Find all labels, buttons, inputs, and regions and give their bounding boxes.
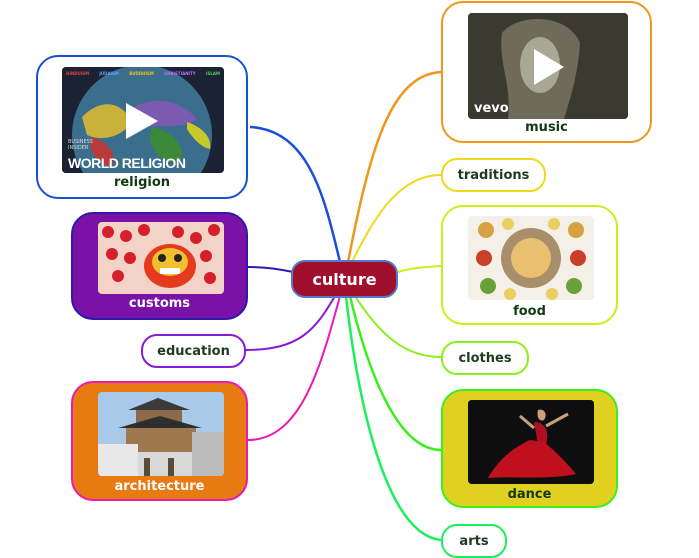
link-arts <box>344 295 442 542</box>
node-label-traditions: traditions <box>457 167 530 183</box>
link-dance <box>348 295 442 452</box>
food-platter-image <box>468 216 594 300</box>
node-label-religion: religion <box>113 175 171 190</box>
play-icon[interactable] <box>126 103 158 139</box>
religion-tag-row: HINDUISM JUDAISM BUDDHISM CHRISTIANITY I… <box>66 71 220 76</box>
node-dance[interactable]: dance <box>441 389 618 508</box>
node-label-customs: customs <box>128 296 191 311</box>
religion-tag-4: CHRISTIANITY <box>164 71 196 76</box>
node-label-architecture: architecture <box>114 479 205 494</box>
link-music <box>346 70 442 263</box>
flamenco-dancer-image <box>468 400 594 484</box>
religion-tag-5: ISLAM <box>205 71 220 76</box>
religion-tag-2: JUDAISM <box>99 71 119 76</box>
node-label-clothes: clothes <box>458 350 512 366</box>
vevo-logo: vevo <box>474 101 509 116</box>
node-religion[interactable]: HINDUISM JUDAISM BUDDHISM CHRISTIANITY I… <box>36 55 248 199</box>
central-topic-label: culture <box>312 269 377 289</box>
religion-brand: BUSINESS INSIDER <box>68 139 93 151</box>
node-label-dance: dance <box>507 487 552 502</box>
node-label-education: education <box>157 343 230 359</box>
node-music[interactable]: vevo music <box>441 1 652 143</box>
node-customs[interactable]: customs <box>71 212 248 320</box>
lion-dance-image <box>98 222 224 294</box>
node-food[interactable]: food <box>441 205 618 325</box>
chinese-temple-image <box>98 392 224 476</box>
node-arts[interactable]: arts <box>441 524 507 558</box>
link-traditions <box>351 174 442 263</box>
link-architecture <box>247 295 341 441</box>
node-clothes[interactable]: clothes <box>441 341 529 375</box>
customs-photo <box>98 222 224 294</box>
node-label-music: music <box>525 120 568 135</box>
link-food <box>397 265 442 273</box>
religion-tag-1: HINDUISM <box>66 71 90 76</box>
node-education[interactable]: education <box>141 334 246 368</box>
node-label-food: food <box>513 304 546 319</box>
food-photo <box>468 216 594 300</box>
religion-video-title: WORLD RELIGION <box>68 155 186 171</box>
religion-tag-3: BUDDHISM <box>129 71 154 76</box>
node-architecture[interactable]: architecture <box>71 381 248 501</box>
music-video-thumbnail[interactable]: vevo <box>468 13 628 119</box>
dance-photo <box>468 400 594 484</box>
node-traditions[interactable]: traditions <box>441 158 546 192</box>
central-topic-culture[interactable]: culture <box>291 260 398 298</box>
link-customs <box>247 266 294 273</box>
play-icon[interactable] <box>534 49 564 85</box>
link-clothes <box>354 295 442 358</box>
node-label-arts: arts <box>459 533 489 549</box>
religion-video-thumbnail[interactable]: HINDUISM JUDAISM BUDDHISM CHRISTIANITY I… <box>62 67 224 173</box>
link-religion <box>249 125 342 263</box>
link-education <box>244 295 336 351</box>
architecture-photo <box>98 392 224 476</box>
